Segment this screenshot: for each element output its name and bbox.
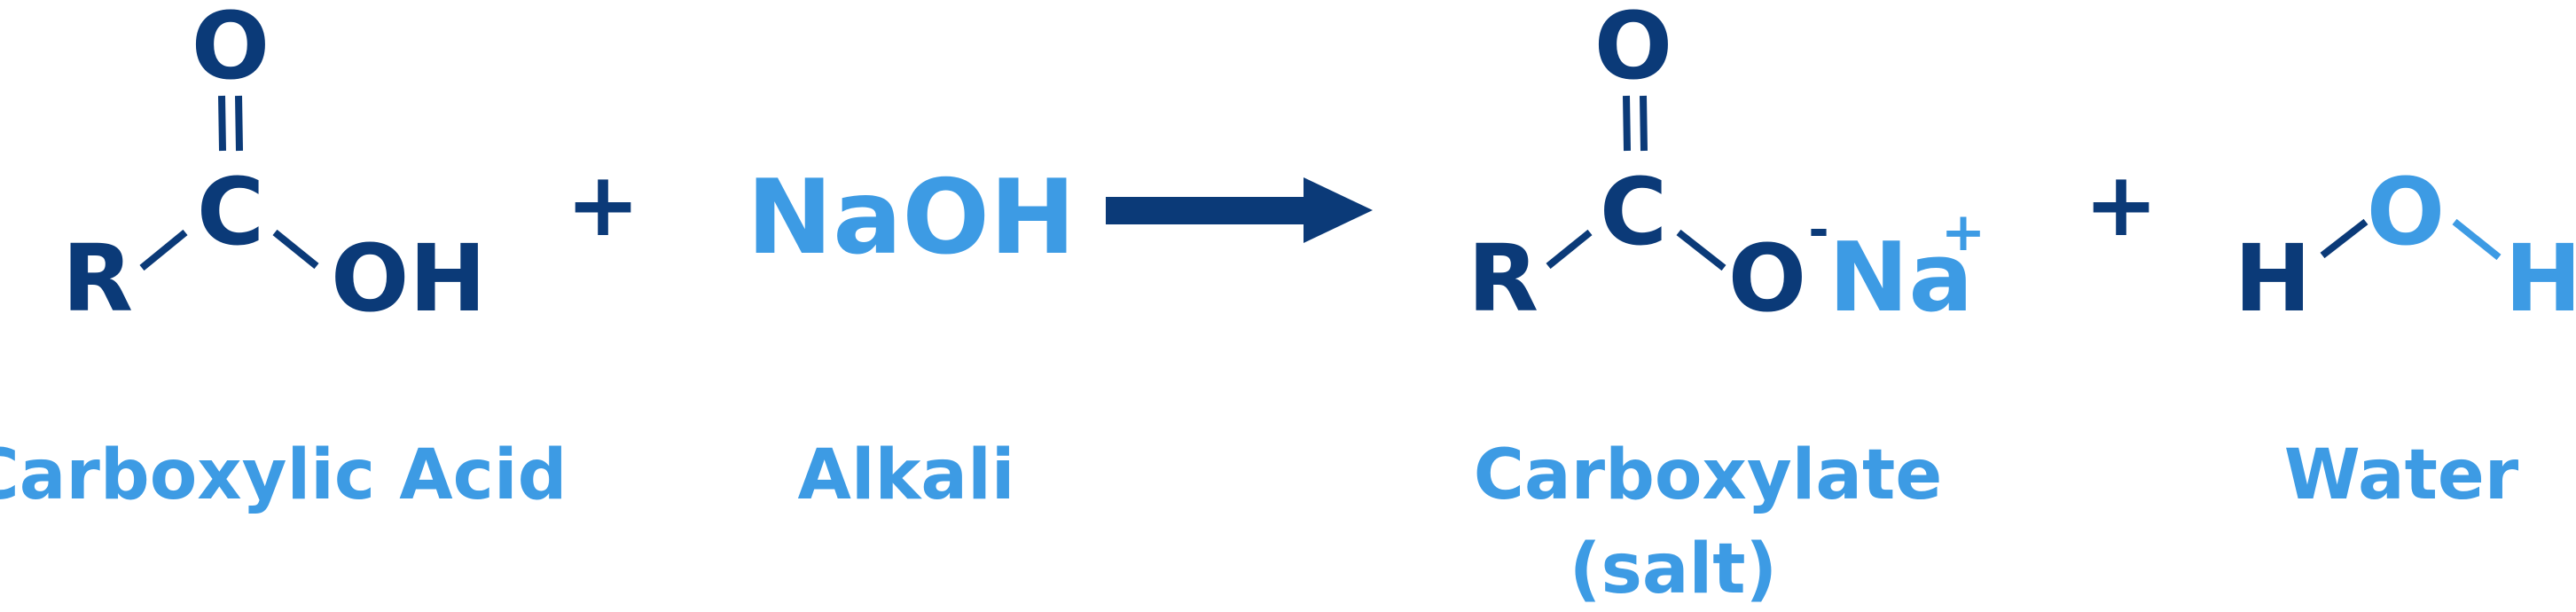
acid-bond-to-oh	[272, 229, 319, 270]
acid-carbon: C	[197, 158, 264, 266]
plus-sign-left: +	[566, 153, 640, 256]
label-carboxylic-acid: Carboxylic Acid	[0, 435, 567, 515]
acid-double-bond-left	[218, 95, 226, 152]
salt-anion-oxygen: O	[1728, 224, 1806, 333]
water-right-hydrogen: H	[2504, 224, 2576, 333]
right-arrow-icon	[1106, 177, 1373, 243]
acid-carbonyl-oxygen: O	[192, 0, 270, 100]
arrow-shaft	[1106, 197, 1305, 224]
carboxylic-acid-structure: O C R OH	[62, 0, 487, 333]
water-structure: H O H	[2234, 158, 2576, 333]
salt-sodium: Na	[1828, 223, 1973, 333]
water-bond-right	[2452, 218, 2502, 261]
salt-bond-to-o	[1676, 229, 1726, 271]
salt-carbonyl-oxygen: O	[1594, 0, 1672, 100]
arrow-head	[1304, 177, 1373, 243]
label-water: Water	[2284, 435, 2519, 515]
naoh-formula: NaOH	[747, 158, 1076, 278]
label-alkali: Alkali	[797, 435, 1014, 515]
acid-bond-to-r	[139, 229, 188, 271]
naoh-sodium: Na	[747, 158, 902, 278]
water-oxygen: O	[2367, 158, 2445, 266]
label-carboxylate: Carboxylate	[1474, 435, 1942, 515]
plus-sign-right: +	[2084, 153, 2158, 256]
acid-r-group: R	[62, 224, 133, 333]
salt-carbon: C	[1600, 158, 1667, 266]
alkali-formula: NaOH	[747, 158, 1076, 278]
carboxylate-salt-structure: O C R O - Na +	[1468, 0, 1985, 333]
water-left-hydrogen: H	[2234, 224, 2311, 333]
salt-r-group: R	[1468, 224, 1539, 333]
salt-negative-charge: -	[1808, 201, 1828, 259]
label-salt: (salt)	[1570, 530, 1777, 609]
water-bond-left	[2320, 218, 2369, 259]
acid-hydroxyl: OH	[331, 224, 486, 333]
salt-double-bond-right	[1640, 95, 1648, 152]
naoh-hydroxide: OH	[902, 158, 1076, 278]
salt-double-bond-left	[1623, 95, 1631, 152]
salt-bond-to-r	[1546, 229, 1593, 270]
salt-positive-charge: +	[1941, 201, 1985, 263]
